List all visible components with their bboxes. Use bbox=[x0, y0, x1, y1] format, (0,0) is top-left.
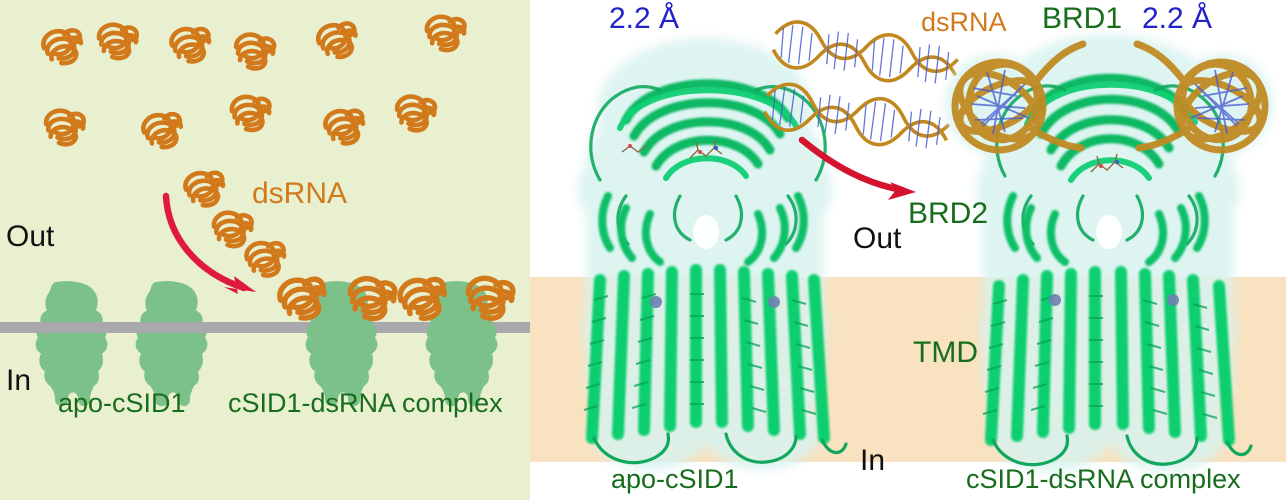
ion-site bbox=[650, 296, 662, 308]
free-dsrna-duplex-group bbox=[763, 20, 960, 149]
ion-site bbox=[1049, 294, 1061, 306]
complex-protein-group bbox=[278, 276, 515, 407]
bound-dsrna-left bbox=[951, 40, 1087, 154]
right-panel-graphics bbox=[577, 20, 1273, 472]
csid1-dsrna-complex-structure bbox=[945, 34, 1273, 472]
membrane-line bbox=[0, 322, 530, 333]
ion-site bbox=[1167, 294, 1179, 306]
right-dsrna-label: dsRNA bbox=[921, 7, 1007, 37]
left-in-label: In bbox=[6, 364, 32, 397]
transition-arrow-icon bbox=[798, 136, 916, 200]
left-complex-label: cSID1-dsRNA complex bbox=[228, 388, 503, 418]
binding-arrow-icon bbox=[162, 192, 256, 294]
left-schematic-panel: Out In dsRNA apo-cSID1 cSID1-dsRNA compl… bbox=[0, 0, 530, 500]
left-out-label: Out bbox=[6, 220, 55, 253]
left-apo-label: apo-cSID1 bbox=[58, 388, 186, 418]
right-out-label: Out bbox=[853, 222, 902, 255]
right-structure-panel: 2.2 Å 2.2 Å dsRNA BRD1 BRD2 TMD Out In a… bbox=[530, 0, 1286, 500]
left-panel-graphics bbox=[0, 0, 530, 407]
right-apo-label: apo-cSID1 bbox=[611, 464, 739, 494]
apo-csid1-structure bbox=[577, 38, 848, 470]
brd2-label: BRD2 bbox=[908, 197, 989, 230]
right-complex-label: cSID1-dsRNA complex bbox=[966, 464, 1241, 494]
ion-site bbox=[768, 296, 780, 308]
right-in-label: In bbox=[860, 444, 886, 477]
free-dsrna-group bbox=[42, 16, 465, 150]
tmd-label: TMD bbox=[913, 336, 978, 369]
left-dsrna-label: dsRNA bbox=[252, 177, 348, 210]
bound-dsrna-right bbox=[1133, 40, 1269, 154]
brd1-label: BRD1 bbox=[1042, 2, 1123, 35]
complex-resolution-label: 2.2 Å bbox=[1142, 2, 1213, 35]
apo-resolution-label: 2.2 Å bbox=[609, 2, 680, 35]
